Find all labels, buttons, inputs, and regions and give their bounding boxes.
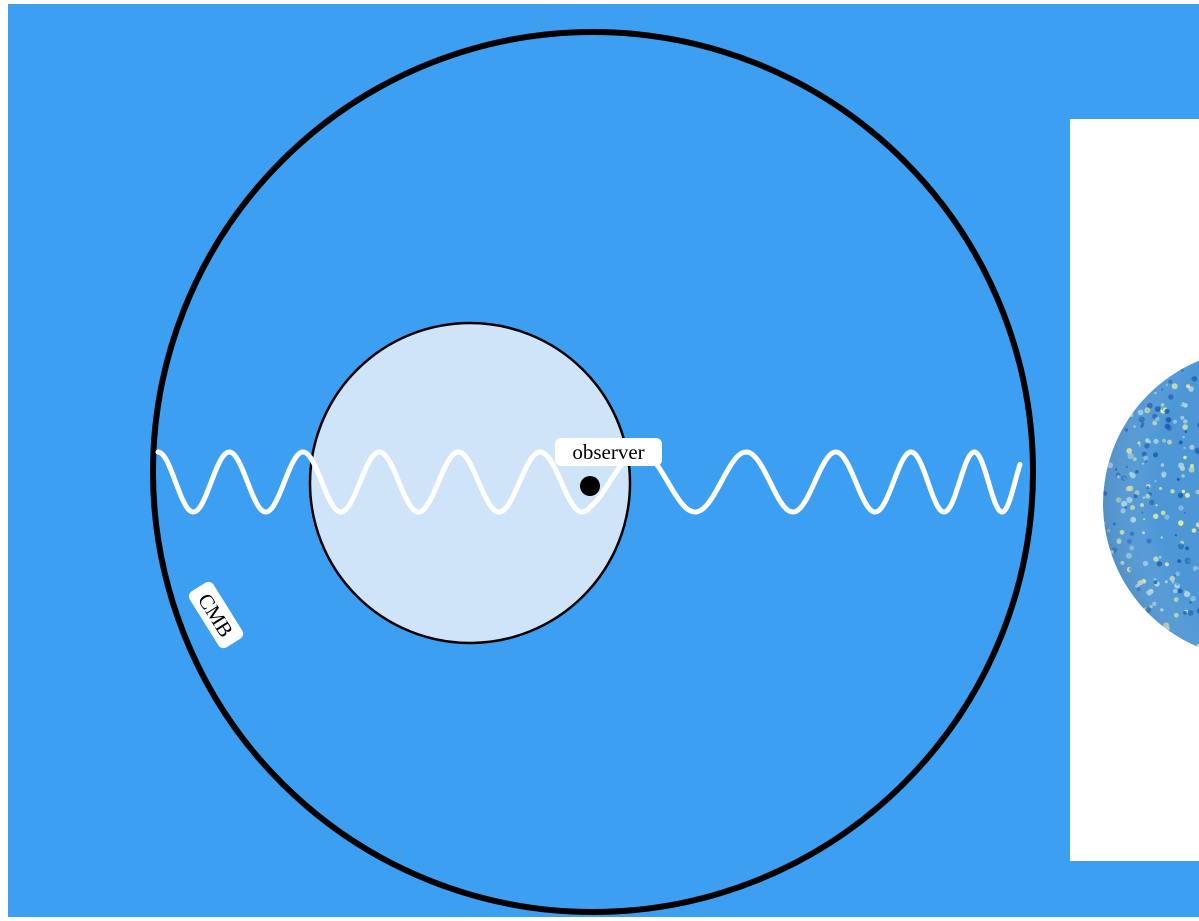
observer-dot-icon (580, 476, 600, 496)
observer-label-box (555, 438, 662, 466)
observable-inner-circle (308, 321, 632, 645)
light-wave (155, 449, 1023, 515)
cmb-sphere-map (1103, 349, 1199, 659)
diagram-stage: observer CMB (8, 4, 1199, 917)
cmb-diagram: observer CMB (8, 4, 1199, 917)
sphere-shading (1103, 349, 1199, 659)
cmb-outer-circle (150, 29, 1036, 915)
observer-label-text: observer (572, 440, 644, 464)
observer-label: observer (555, 438, 662, 466)
cmb-label-box (188, 581, 244, 649)
